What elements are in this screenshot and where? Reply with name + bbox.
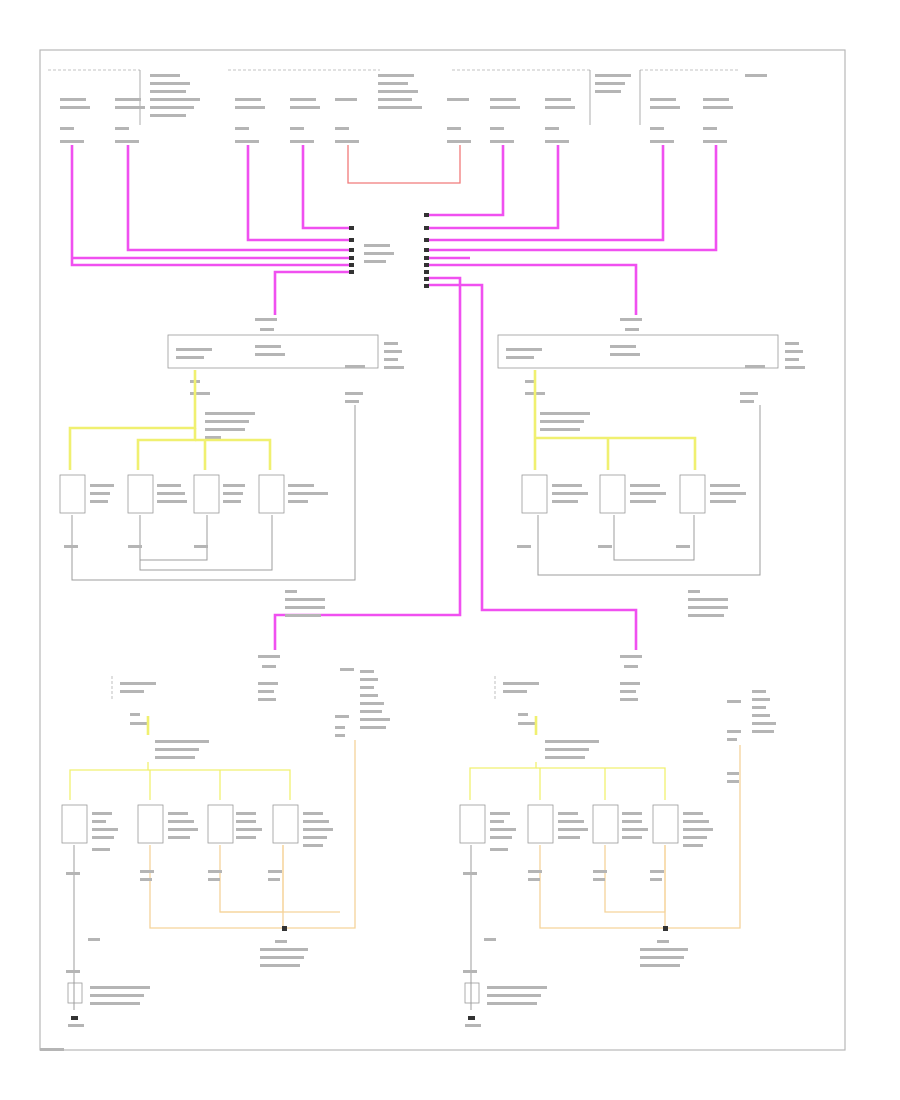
left-rear-block — [111, 655, 390, 759]
right-front-black-wires — [517, 405, 761, 617]
left-front-switches — [59, 474, 328, 514]
right-rear-switches — [459, 804, 713, 851]
right-switch-module — [497, 318, 805, 431]
diagram-frame — [39, 49, 846, 1051]
left-rear-orange-wires — [140, 740, 356, 929]
left-rear-switches — [61, 804, 333, 851]
pin-label-row — [60, 74, 767, 117]
right-front-switches — [521, 474, 746, 514]
left-rear-yellow-wires — [69, 716, 291, 800]
footer-code-mark — [40, 1048, 64, 1051]
right-rear-yellow-wires — [469, 716, 666, 800]
left-ground-block — [66, 845, 308, 1027]
red-wire — [347, 145, 461, 184]
left-front-black-wires — [64, 405, 356, 617]
right-rear-orange-wires — [528, 745, 741, 929]
right-ground-block — [463, 845, 688, 1027]
right-rear-block — [494, 655, 776, 783]
center-splice — [349, 213, 429, 288]
pink-wire-harness — [70, 145, 718, 650]
left-switch-module — [167, 318, 404, 439]
pin-codes — [60, 127, 727, 143]
left-front-yellow-wires — [68, 370, 272, 470]
top-connector-headers — [48, 69, 767, 143]
right-front-yellow-wires — [533, 370, 697, 470]
